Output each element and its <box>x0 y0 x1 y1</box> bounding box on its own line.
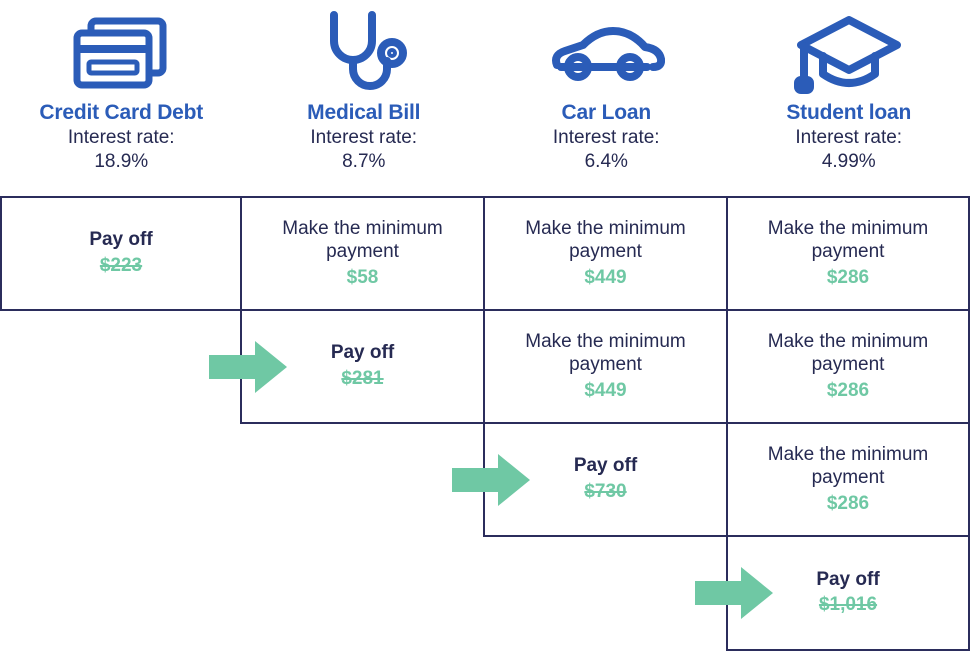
cell-amount: $449 <box>584 266 627 288</box>
cell-action: Pay off <box>89 229 153 251</box>
cell-amount: $58 <box>346 266 379 288</box>
cell-action: Make the minimum payment <box>767 330 929 376</box>
cell-amount: $1,016 <box>818 594 878 616</box>
arrow-to-car-loan-payoff <box>452 452 530 508</box>
debt-name: Credit Card Debt <box>39 101 204 124</box>
debt-header-student-loan: Student loan Interest rate: 4.99% <box>728 0 970 196</box>
interest-rate-value: 18.9% <box>94 150 149 172</box>
credit-cards-icon <box>69 8 173 100</box>
cell-action: Make the minimum payment <box>525 330 686 376</box>
interest-rate-label: Interest rate: <box>310 127 418 149</box>
cell-amount: $286 <box>826 379 870 401</box>
arrow-to-medical-bill-payoff <box>209 339 287 395</box>
interest-rate-label: Interest rate: <box>67 127 175 149</box>
cell-action: Make the minimum payment <box>282 217 443 263</box>
table-cell-r3c4: Make the minimum payment $286 <box>726 422 970 537</box>
interest-rate-label: Interest rate: <box>552 127 660 149</box>
debt-header-medical-bill: Medical Bill Interest rate: 8.7% <box>243 0 486 196</box>
cell-amount: $449 <box>584 379 627 401</box>
car-icon <box>547 8 666 100</box>
stethoscope-icon <box>316 8 412 100</box>
debt-name: Medical Bill <box>307 101 421 124</box>
graduation-cap-icon <box>793 8 905 100</box>
interest-rate-value: 8.7% <box>342 150 386 172</box>
table-cell-r1c3: Make the minimum payment $449 <box>483 196 728 311</box>
debt-name: Car Loan <box>561 101 652 124</box>
table-cell-r2c4: Make the minimum payment $286 <box>726 309 970 424</box>
table-cell-r1c1: Pay off $223 <box>0 196 242 311</box>
cell-action: Pay off <box>573 455 638 477</box>
cell-amount: $223 <box>99 254 143 276</box>
table-cell-r2c3: Make the minimum payment $449 <box>483 309 728 424</box>
cell-action: Make the minimum payment <box>767 217 929 263</box>
debt-headers-row: Credit Card Debt Interest rate: 18.9% Me… <box>0 0 970 196</box>
debt-header-credit-card: Credit Card Debt Interest rate: 18.9% <box>0 0 243 196</box>
debt-header-car-loan: Car Loan Interest rate: 6.4% <box>485 0 728 196</box>
cell-action: Make the minimum payment <box>525 217 686 263</box>
arrow-to-student-loan-payoff <box>695 565 773 621</box>
cell-amount: $281 <box>341 367 384 389</box>
cell-amount: $730 <box>584 480 627 502</box>
interest-rate-value: 6.4% <box>584 150 628 172</box>
cell-action: Pay off <box>330 342 395 364</box>
cell-action: Pay off <box>816 568 880 590</box>
table-cell-r1c2: Make the minimum payment $58 <box>240 196 485 311</box>
payment-plan-grid: Pay off $223 Make the minimum payment $5… <box>0 196 970 653</box>
cell-action: Make the minimum payment <box>767 443 929 489</box>
interest-rate-value: 4.99% <box>821 150 876 172</box>
cell-amount: $286 <box>826 266 870 288</box>
interest-rate-label: Interest rate: <box>795 127 903 149</box>
table-cell-r1c4: Make the minimum payment $286 <box>726 196 970 311</box>
cell-amount: $286 <box>826 492 870 514</box>
debt-name: Student loan <box>786 101 912 124</box>
